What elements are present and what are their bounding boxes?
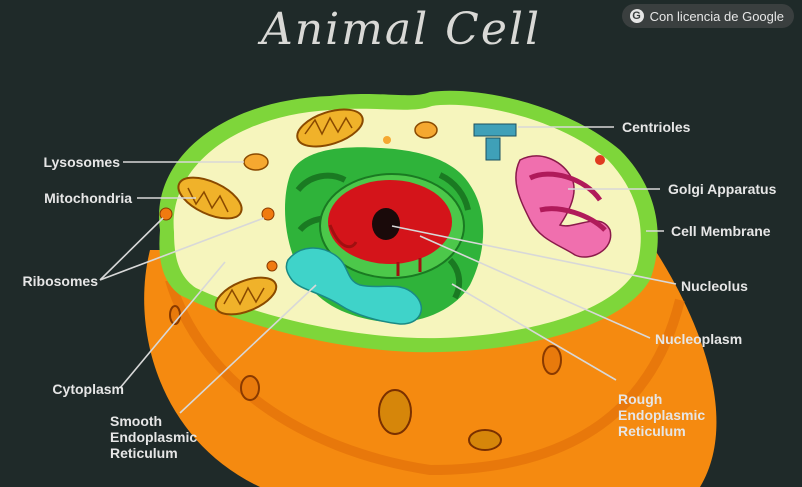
lysosome <box>243 153 269 171</box>
label-rough-er: Rough Endoplasmic Reticulum <box>618 391 705 439</box>
lysosome <box>414 121 438 139</box>
leader-nucleoplasm <box>419 235 651 339</box>
label-smooth-er-line2: Endoplasmic <box>110 429 198 445</box>
label-lysosomes: Lysosomes <box>43 154 120 170</box>
leader-ribosomes-2 <box>99 217 265 281</box>
label-smooth-er-line3: Reticulum <box>110 445 178 461</box>
mitochondrion <box>214 276 278 316</box>
license-badge[interactable]: G Con licencia de Google <box>621 4 794 28</box>
side-vesicle <box>542 345 562 375</box>
leader-lines <box>99 126 677 414</box>
golgi-apparatus <box>515 155 612 258</box>
label-cytoplasm: Cytoplasm <box>52 381 124 397</box>
side-vesicle <box>378 389 412 435</box>
label-nucleolus: Nucleolus <box>681 278 748 294</box>
side-vesicle <box>240 375 260 401</box>
google-g-icon: G <box>629 9 644 23</box>
label-centrioles: Centrioles <box>622 119 691 135</box>
leader-smooth-er <box>179 284 317 414</box>
label-golgi-apparatus: Golgi Apparatus <box>668 181 777 197</box>
label-rough-er-line1: Rough <box>618 391 663 407</box>
smooth-er <box>285 247 422 325</box>
mitochondrion <box>177 176 243 220</box>
diagram-title: Animal Cell <box>260 4 542 55</box>
license-label: Con licencia de Google <box>649 8 784 24</box>
leader-cytoplasm <box>119 261 226 389</box>
nucleoplasm-drip <box>328 224 422 276</box>
ribosome <box>266 260 278 272</box>
ribosome <box>261 207 275 221</box>
label-rough-er-line2: Endoplasmic <box>618 407 706 423</box>
leader-ribosomes-1 <box>99 217 164 281</box>
label-smooth-er: Smooth Endoplasmic Reticulum <box>110 413 197 461</box>
label-smooth-er-line1: Smooth <box>110 413 163 429</box>
label-nucleoplasm: Nucleoplasm <box>655 331 743 347</box>
label-rough-er-line3: Reticulum <box>618 423 686 439</box>
cell-body-shade <box>165 278 685 476</box>
nucleolus <box>372 208 400 240</box>
label-mitochondria: Mitochondria <box>44 190 132 206</box>
label-cell-membrane: Cell Membrane <box>671 223 771 239</box>
leader-rough-er <box>451 283 617 381</box>
ribosome <box>159 207 173 221</box>
mitochondrion <box>296 108 364 148</box>
side-vesicle <box>468 429 502 451</box>
leader-nucleolus <box>391 225 677 285</box>
label-ribosomes: Ribosomes <box>22 273 98 289</box>
ribosome <box>383 136 391 144</box>
centriole <box>473 123 517 161</box>
